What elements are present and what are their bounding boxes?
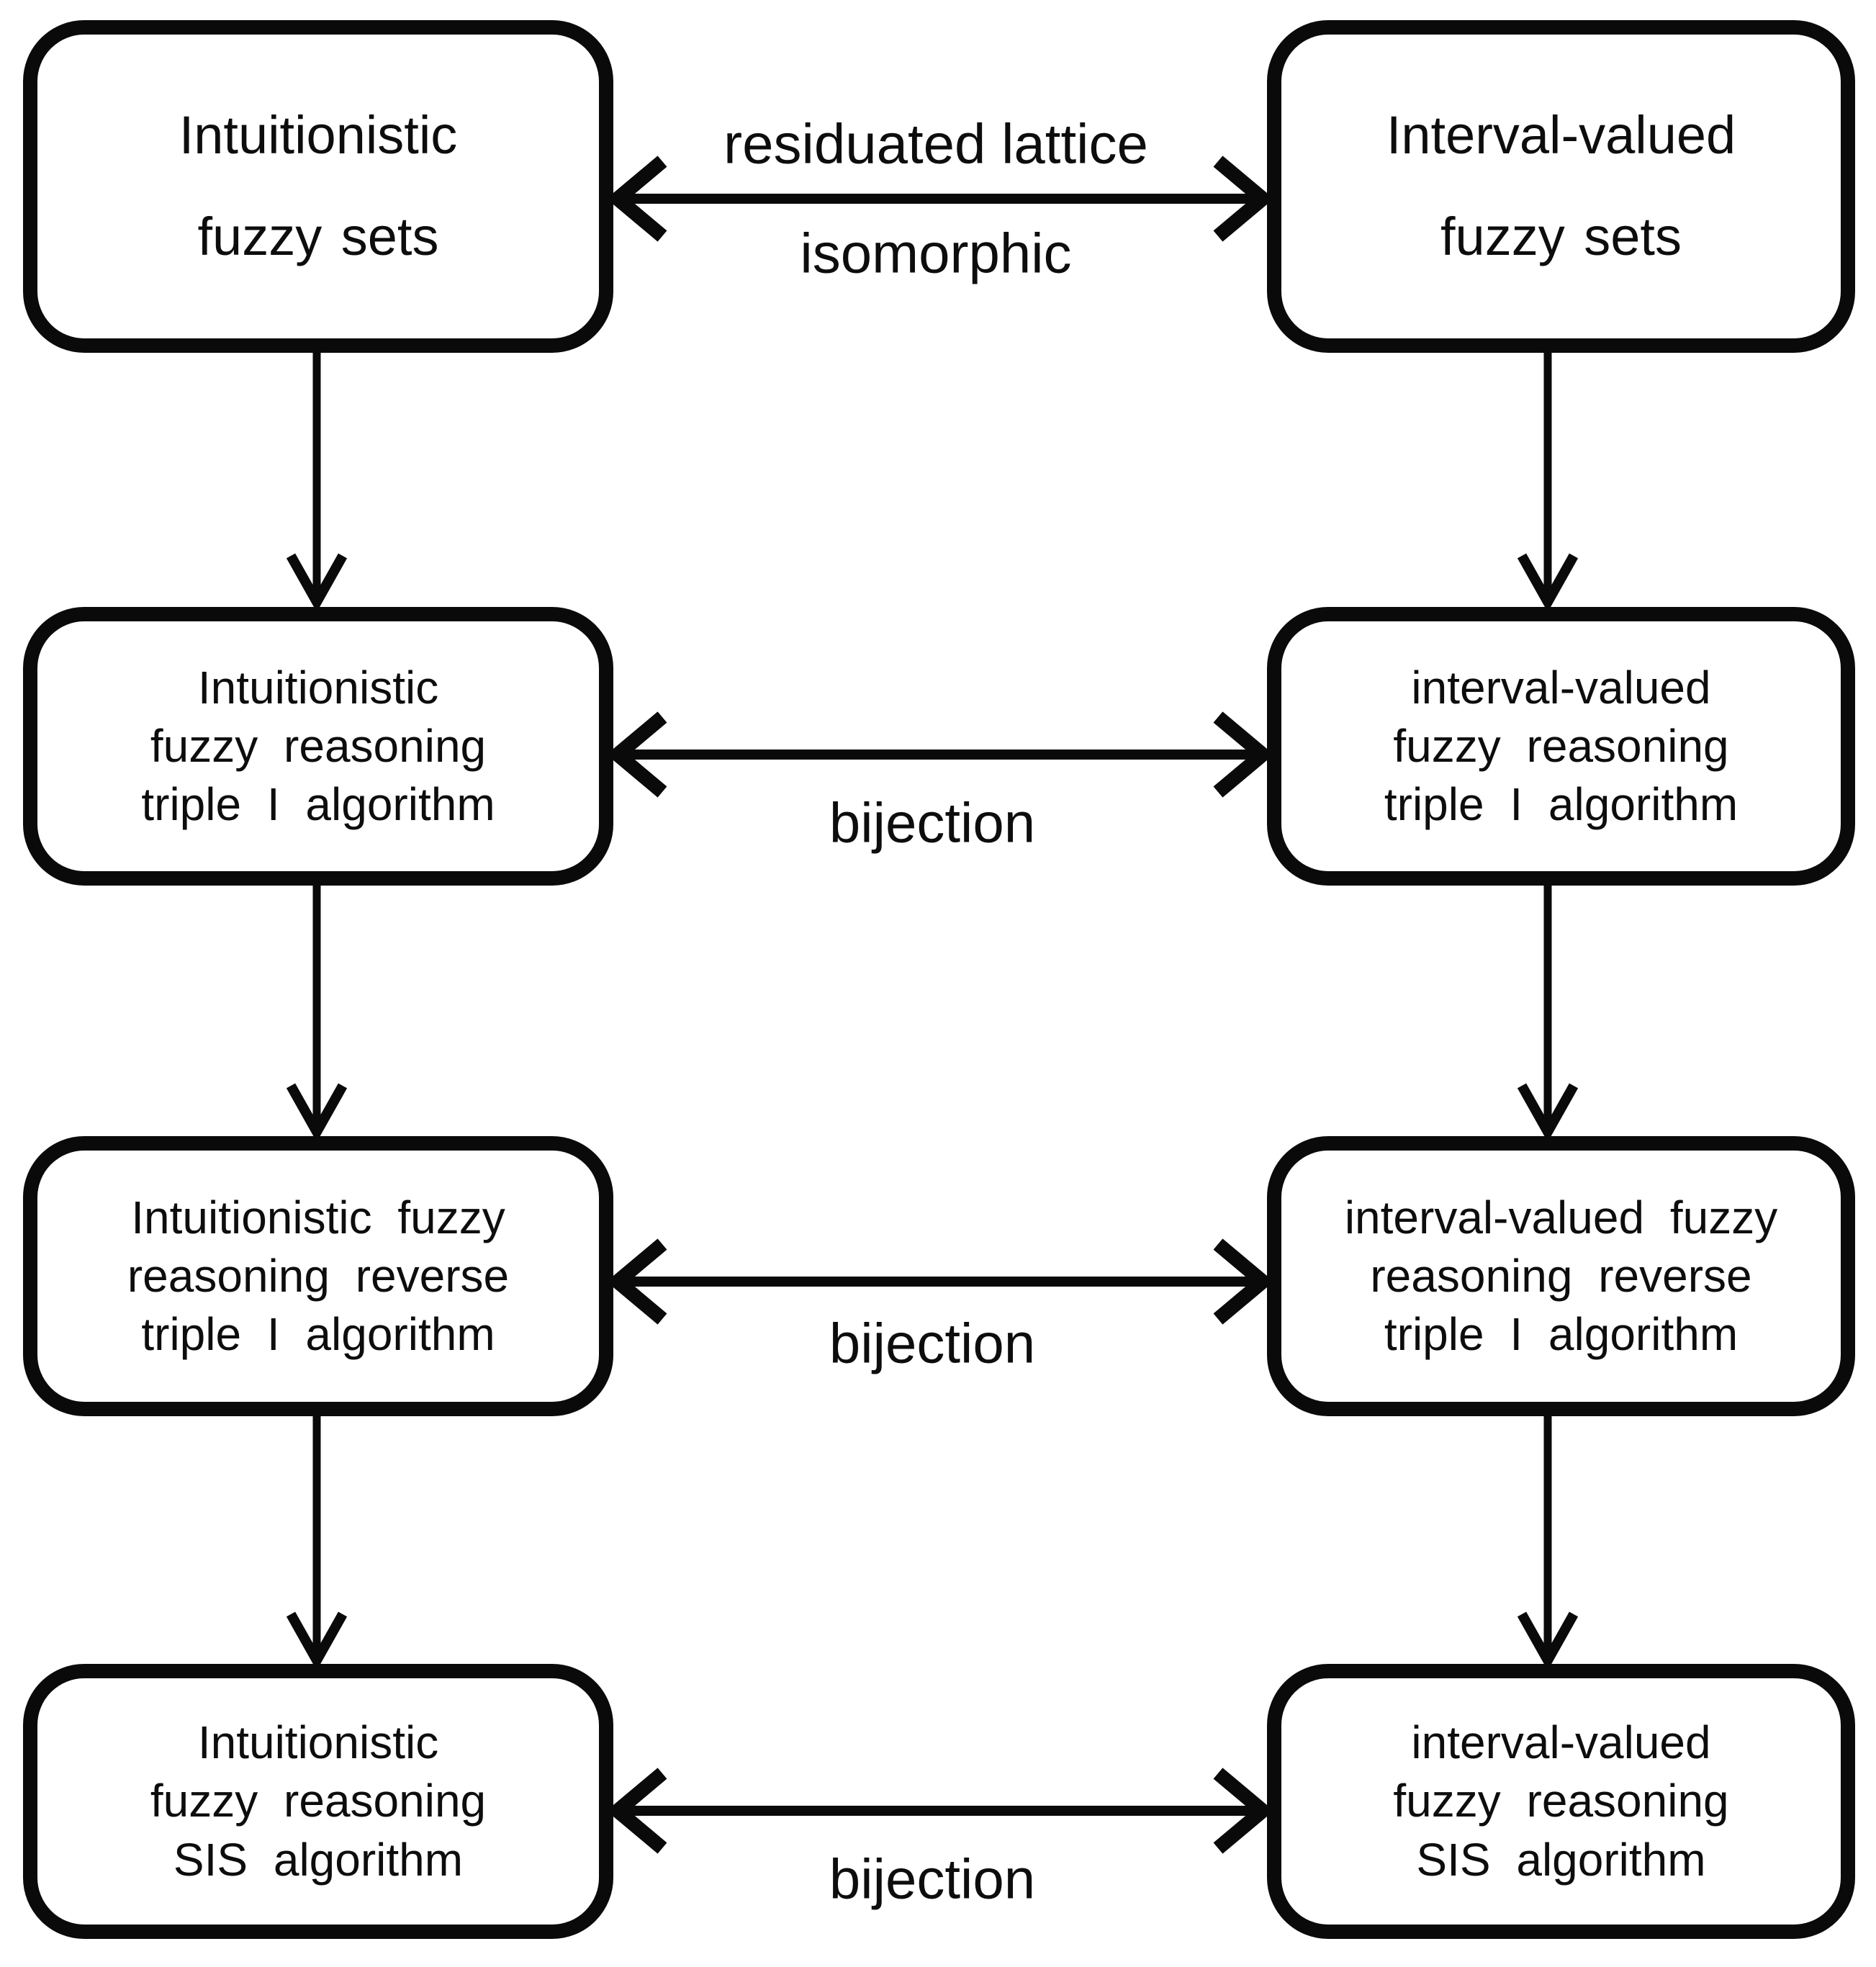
- box-label: Interval-valued fuzzy sets: [1386, 105, 1736, 266]
- arrow-residuated-lattice-isomorphic: [606, 156, 1274, 242]
- label-residuated-lattice: residuated lattice: [723, 112, 1148, 176]
- arrow-down-left-3: [286, 1416, 348, 1671]
- box-interval-valued-reverse-triple-i-algorithm: interval-valued fuzzy reasoning reverse …: [1267, 1136, 1855, 1416]
- box-label: Intuitionistic fuzzy sets: [179, 105, 458, 266]
- label-bijection-row3: bijection: [829, 1311, 1036, 1375]
- arrow-down-left-2: [286, 886, 348, 1143]
- arrow-down-right-2: [1517, 886, 1579, 1143]
- box-intuitionistic-fuzzy-sets: Intuitionistic fuzzy sets: [23, 20, 613, 353]
- box-interval-valued-sis-algorithm: interval-valued fuzzy reasoning SIS algo…: [1267, 1664, 1855, 1939]
- arrow-bijection-row4: [606, 1768, 1274, 1854]
- box-intuitionistic-reverse-triple-i-algorithm: Intuitionistic fuzzy reasoning reverse t…: [23, 1136, 613, 1416]
- box-interval-valued-fuzzy-sets: Interval-valued fuzzy sets: [1267, 20, 1855, 353]
- arrow-down-right-1: [1517, 353, 1579, 613]
- arrow-bijection-row3: [606, 1238, 1274, 1325]
- arrow-bijection-row2: [606, 711, 1274, 798]
- box-intuitionistic-sis-algorithm: Intuitionistic fuzzy reasoning SIS algor…: [23, 1664, 613, 1939]
- box-label: Intuitionistic fuzzy reasoning reverse t…: [127, 1191, 510, 1361]
- box-label: Intuitionistic fuzzy reasoning SIS algor…: [150, 1716, 487, 1886]
- label-bijection-row4: bijection: [829, 1847, 1036, 1911]
- box-interval-valued-triple-i-algorithm: interval-valued fuzzy reasoning triple I…: [1267, 607, 1855, 886]
- label-bijection-row2: bijection: [829, 791, 1036, 855]
- arrow-down-right-3: [1517, 1416, 1579, 1671]
- box-intuitionistic-triple-i-algorithm: Intuitionistic fuzzy reasoning triple I …: [23, 607, 613, 886]
- arrow-down-left-1: [286, 353, 348, 613]
- label-isomorphic: isomorphic: [800, 221, 1072, 285]
- box-label: interval-valued fuzzy reasoning reverse …: [1344, 1191, 1778, 1361]
- box-label: interval-valued fuzzy reasoning triple I…: [1384, 661, 1739, 831]
- box-label: interval-valued fuzzy reasoning SIS algo…: [1393, 1716, 1729, 1886]
- box-label: Intuitionistic fuzzy reasoning triple I …: [141, 661, 495, 831]
